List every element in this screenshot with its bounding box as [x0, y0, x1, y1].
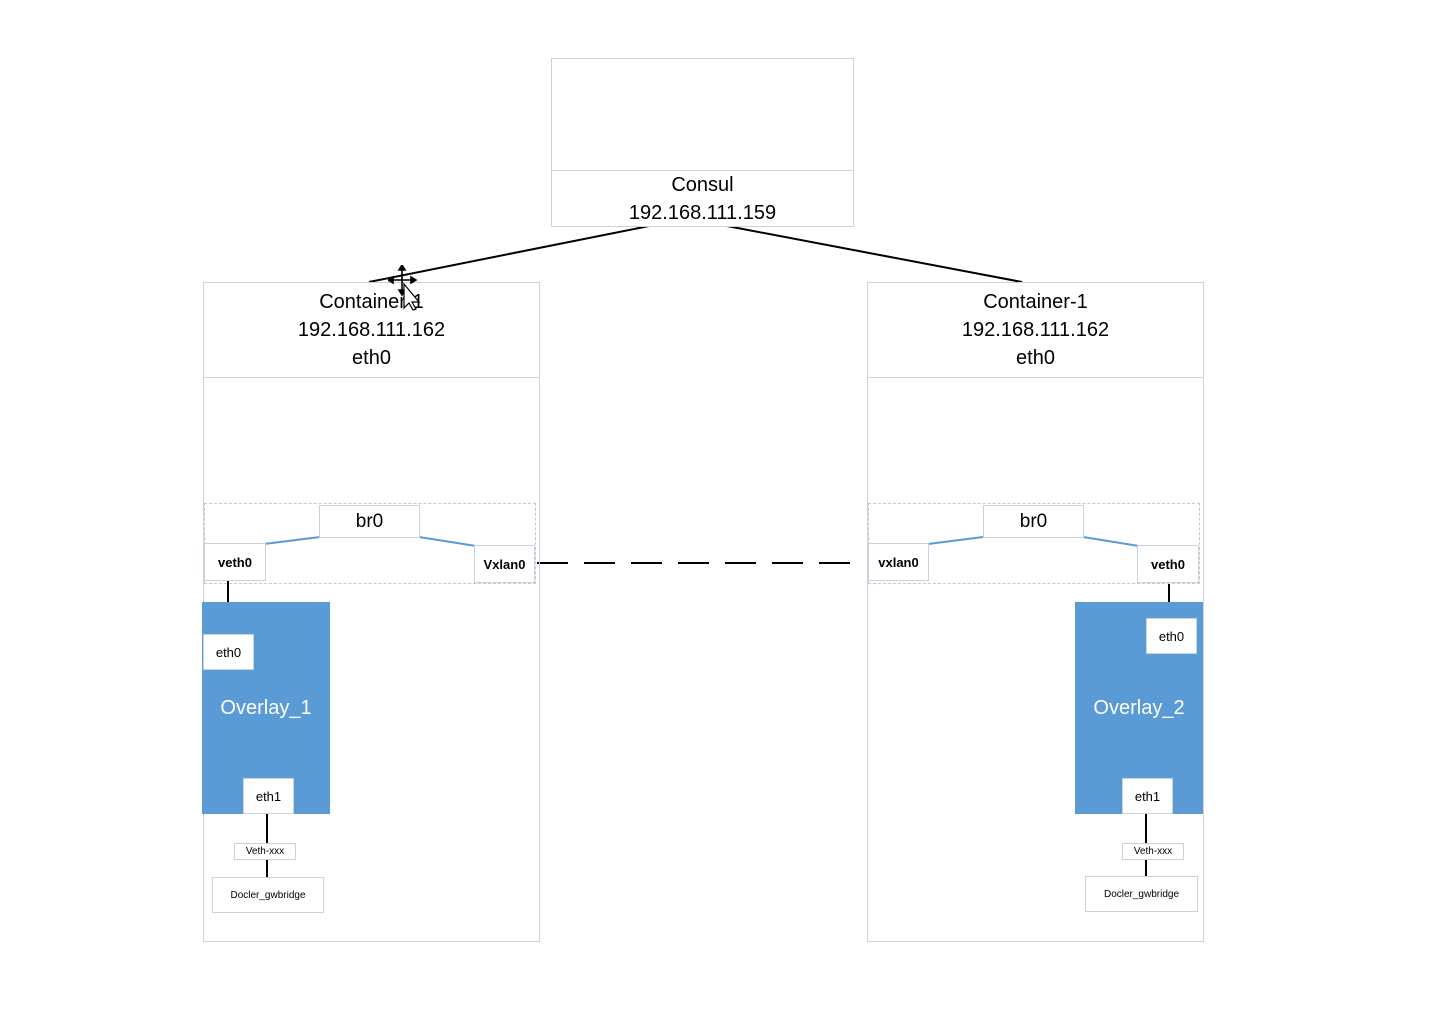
host-1-overlay-eth0[interactable]: eth0: [203, 634, 254, 670]
host-1-overlay-eth0-label: eth0: [215, 644, 242, 660]
br0-to-vxlan0-link-2: [927, 536, 984, 545]
host-1-vxlan0-label: Vxlan0: [483, 556, 526, 572]
host-1-gwbridge[interactable]: Docler_gwbridge: [212, 877, 324, 913]
br0-to-veth0-link-1: [263, 536, 321, 545]
host-2-overlay-eth0-label: eth0: [1158, 628, 1185, 644]
host-2-veth-xxx[interactable]: Veth-xxx: [1122, 843, 1184, 860]
host-2-br0-label: br0: [1019, 510, 1048, 532]
host-2-vxlan0-label: vxlan0: [878, 554, 919, 570]
consul-label: Consul 192.168.111.159: [552, 171, 853, 227]
br0-to-vxlan0-link-1: [418, 536, 477, 547]
host-2-veth0[interactable]: veth0: [1137, 545, 1199, 583]
host-1-veth0[interactable]: veth0: [204, 543, 266, 581]
host-1-vxlan0[interactable]: Vxlan0: [474, 545, 535, 583]
move-cursor-icon: [388, 265, 421, 311]
consul-name: Consul: [671, 174, 734, 196]
host-1-veth-xxx[interactable]: Veth-xxx: [234, 843, 296, 860]
host-1-overlay-eth1-label: eth1: [255, 788, 282, 804]
host-2-gwbridge[interactable]: Docler_gwbridge: [1085, 876, 1198, 912]
host-2-veth0-label: veth0: [1151, 556, 1185, 572]
host-2-overlay-eth1-label: eth1: [1134, 788, 1161, 804]
host-1-overlay-label: Overlay_1: [220, 696, 312, 719]
host-1-br0-label: br0: [355, 510, 384, 532]
host-1-ip: 192.168.111.162: [297, 319, 446, 341]
consul-to-host1-line: [368, 225, 650, 283]
host-2-ip: 192.168.111.162: [961, 319, 1110, 341]
host-1-title: Container-1: [319, 291, 424, 313]
host-1-br0[interactable]: br0: [319, 505, 420, 538]
host-2-iface: eth0: [1016, 347, 1055, 369]
consul-ip: 192.168.111.159: [628, 202, 777, 224]
br0-to-veth0-link-2: [1082, 536, 1140, 547]
host-2-overlay-eth1[interactable]: eth1: [1122, 778, 1173, 814]
host-1-veth0-label: veth0: [218, 554, 252, 570]
host-2-br0[interactable]: br0: [983, 505, 1084, 538]
host-2-overlay-eth0[interactable]: eth0: [1146, 618, 1197, 654]
host-2-overlay-label: Overlay_2: [1093, 696, 1185, 719]
host-2-vxlan0[interactable]: vxlan0: [868, 543, 929, 581]
host-2-header[interactable]: Container-1 192.168.111.162 eth0: [867, 282, 1204, 378]
consul-divider: [552, 170, 853, 171]
host-2-title: Container-1: [983, 291, 1088, 313]
host-1-veth-xxx-label: Veth-xxx: [245, 846, 285, 857]
host-1-iface: eth0: [352, 347, 391, 369]
host-1-gwbridge-label: Docler_gwbridge: [230, 889, 306, 901]
host-2-gwbridge-label: Docler_gwbridge: [1103, 888, 1180, 900]
host-1-overlay-eth1[interactable]: eth1: [243, 778, 294, 814]
host-1-header[interactable]: Container-1 192.168.111.162 eth0: [203, 282, 540, 378]
consul-to-host2-line: [726, 225, 1023, 283]
host-2-veth-xxx-label: Veth-xxx: [1133, 846, 1173, 857]
consul-node[interactable]: Consul 192.168.111.159: [551, 58, 854, 227]
